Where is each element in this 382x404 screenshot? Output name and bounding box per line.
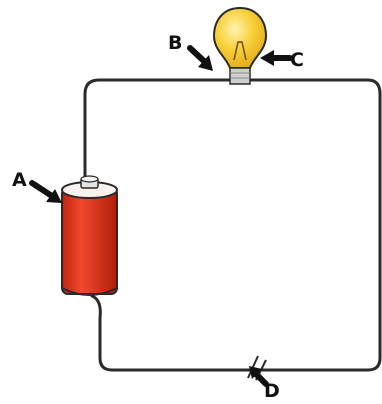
light-bulb-icon xyxy=(212,6,268,85)
arrow-b xyxy=(187,45,213,71)
battery-icon xyxy=(61,175,118,296)
label-b: B xyxy=(168,32,182,54)
arrow-c xyxy=(260,50,293,66)
label-d: D xyxy=(264,380,280,402)
arrow-a xyxy=(29,180,62,203)
arrow-d xyxy=(249,366,269,387)
circuit-wire xyxy=(83,78,382,372)
label-c: C xyxy=(290,49,304,71)
label-a: A xyxy=(12,169,27,191)
